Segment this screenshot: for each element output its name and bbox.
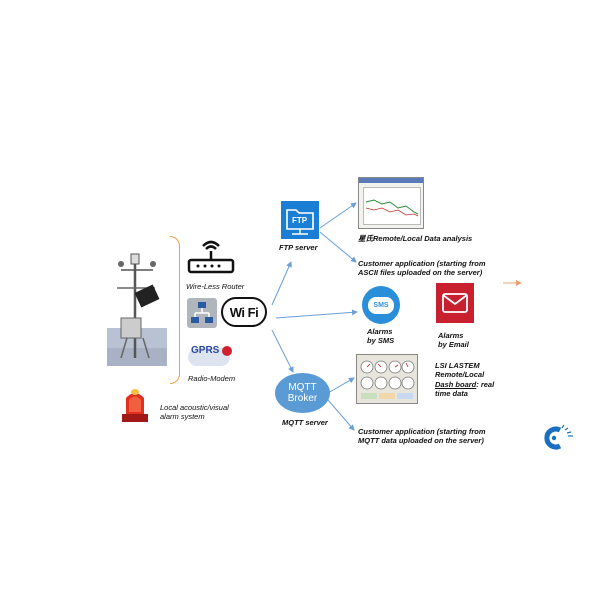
alarm-siren-icon xyxy=(118,384,152,424)
arrow-to-alarms xyxy=(275,309,358,319)
data-analysis-screenshot xyxy=(358,177,424,229)
wifi-router-icon xyxy=(187,240,235,274)
weather-station xyxy=(107,248,167,366)
arrow-ftp-to-customer xyxy=(319,231,357,263)
dashboard-label: LSI LASTEM Remote/Local Dash board: real… xyxy=(435,361,501,399)
ftp-server-label: FTP server xyxy=(279,243,318,252)
alarm-label: Local acoustic/visual alarm system xyxy=(160,403,229,422)
wifi-text: Wi Fi xyxy=(229,304,259,320)
ftp-customer-label: Customer application (starting from ASCI… xyxy=(358,259,486,278)
device-bracket xyxy=(170,236,180,384)
email-alarm-label: Alarms by Email xyxy=(438,331,469,350)
dashboard-screenshot xyxy=(356,354,418,404)
sms-bubble-icon: SMS xyxy=(362,286,400,324)
gprs-group: GPRS Radio-Modem xyxy=(188,342,248,383)
arrow-mqtt-to-dashboard xyxy=(327,377,355,394)
mqtt-customer-label: Customer application (starting from MQTT… xyxy=(358,427,486,446)
ftp-icon-text: FTP xyxy=(292,216,308,225)
arrow-to-mqtt xyxy=(271,329,294,373)
gprs-text: GPRS xyxy=(191,345,220,356)
mqtt-broker: MQTT Broker xyxy=(275,373,330,413)
wifi-logo-icon: Wi Fi xyxy=(221,297,267,327)
router-label: Wire-Less Router xyxy=(186,282,245,291)
arrow-ftp-to-analysis xyxy=(319,202,357,229)
brand-logo-icon xyxy=(540,420,576,452)
sms-icon-text: SMS xyxy=(373,301,389,309)
radio-label: Radio-Modem xyxy=(188,374,236,383)
mqtt-broker-text: MQTT Broker xyxy=(287,382,318,404)
arrow-mqtt-to-customer xyxy=(327,399,355,431)
router-group: Wire-Less Router xyxy=(186,234,246,291)
ftp-server-icon: FTP xyxy=(281,201,319,239)
weather-station-icon xyxy=(107,253,167,366)
dashboard-label-underline: Dash board xyxy=(435,379,477,389)
dashboard-label-line1: LSI LASTEM Remote/Local xyxy=(435,361,485,380)
gprs-radio-icon: GPRS xyxy=(188,342,234,368)
sms-alarm-label: Alarms by SMS xyxy=(367,327,395,346)
data-analysis-label: 星氏Remote/Local Data analysis xyxy=(358,234,473,243)
email-envelope-icon xyxy=(436,283,474,323)
mqtt-server-label: MQTT server xyxy=(282,418,328,427)
dashboard-label-rest: : real time data xyxy=(435,379,495,399)
network-switch-icon xyxy=(187,298,217,328)
arrow-to-ftp xyxy=(271,261,292,306)
